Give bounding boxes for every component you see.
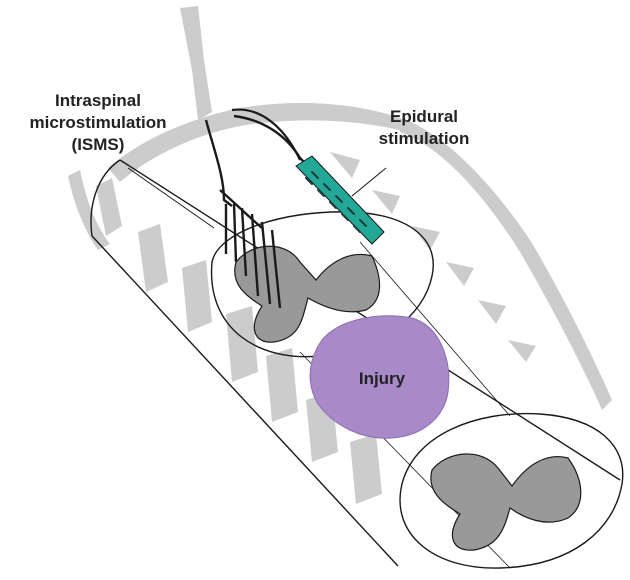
epidural-label-line-1: Epidural xyxy=(390,107,458,126)
isms-lead-left xyxy=(204,119,233,207)
epidural-leader-line xyxy=(351,167,387,197)
cylinder-bottom-edge xyxy=(91,235,399,567)
vertebra-process-1 xyxy=(96,178,122,236)
vertebra-arch-band xyxy=(108,103,408,182)
isms-electrode-array xyxy=(204,114,311,309)
isms-label-line-1: Intraspinal xyxy=(55,91,141,110)
isms-label-line-3: (ISMS) xyxy=(72,135,125,154)
isms-label-line-2: microstimulation xyxy=(30,113,167,132)
vertebra-ridge-right xyxy=(400,118,612,410)
epidural-electrode xyxy=(231,108,385,245)
vertebra-process-4 xyxy=(226,306,258,382)
cylinder-left-cap xyxy=(90,159,121,237)
vertebra-spikes xyxy=(330,152,536,362)
vertebra-process-2 xyxy=(138,224,168,292)
grey-matter-front xyxy=(430,453,582,551)
vertebral-column-back xyxy=(68,6,612,504)
cross-section-rear xyxy=(210,211,434,358)
vertebra-process-3 xyxy=(182,260,212,332)
vertebra-process-5 xyxy=(266,348,298,422)
isms-label: Intraspinal microstimulation (ISMS) xyxy=(30,91,167,154)
isms-needle-3 xyxy=(240,207,248,277)
isms-needle-5 xyxy=(260,221,272,305)
vertebra-process-7 xyxy=(350,434,382,504)
leader-lines xyxy=(127,167,387,229)
isms-needle-6 xyxy=(270,229,282,309)
midline-line xyxy=(359,241,511,417)
cross-section-front xyxy=(399,412,624,569)
isms-needle-2 xyxy=(232,203,238,263)
nerve-root-upper xyxy=(180,6,212,120)
isms-leader-line xyxy=(127,167,215,229)
epidural-label-line-2: stimulation xyxy=(379,129,470,148)
epidural-lead-wire xyxy=(231,108,301,161)
injury-label: Injury xyxy=(359,369,406,388)
vertebra-left-band xyxy=(68,170,110,250)
epidural-label: Epidural stimulation xyxy=(379,107,470,148)
injury-region xyxy=(309,315,450,439)
epidural-paddle-contacts xyxy=(305,171,367,233)
grey-matter-rear xyxy=(234,245,381,343)
isms-needle-4 xyxy=(250,213,260,297)
